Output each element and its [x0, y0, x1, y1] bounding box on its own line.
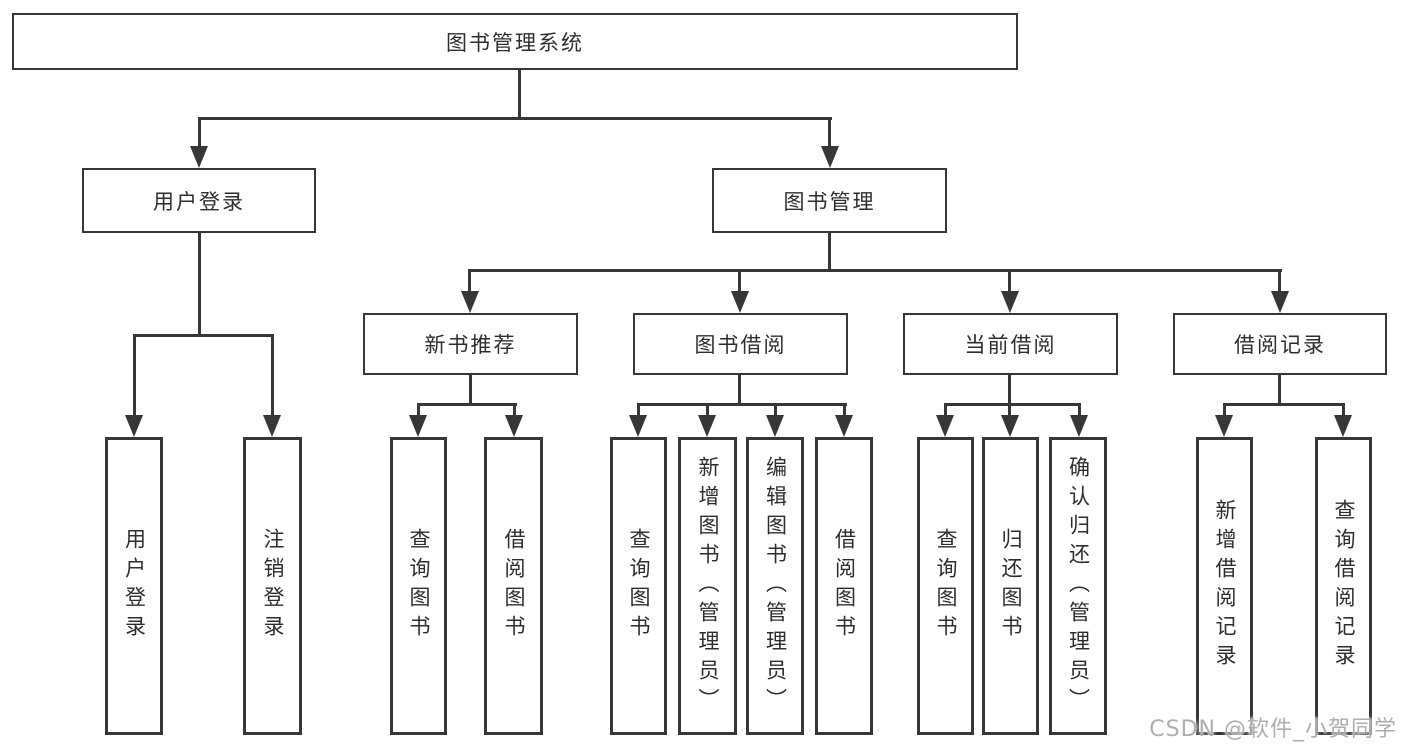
- node-user-login: 用户登录: [82, 168, 316, 233]
- node-new-book-recommend: 新书推荐: [363, 313, 578, 375]
- node-borrow-record: 借阅记录: [1173, 313, 1387, 375]
- connector-line: [944, 403, 1081, 406]
- connector-line: [1278, 269, 1281, 295]
- arrowhead-icon: [1334, 415, 1352, 437]
- arrowhead-icon: [505, 415, 523, 437]
- connector-line: [271, 334, 274, 417]
- leaf-confirm-return-admin-label: 确认归还（管理员）: [1066, 455, 1091, 717]
- leaf-return-book-label: 归还图书: [999, 528, 1023, 644]
- connector-line: [198, 117, 832, 120]
- connector-line: [706, 403, 709, 419]
- leaf-edit-book-admin-label: 编辑图书（管理员）: [763, 455, 788, 717]
- node-book-management-label: 图书管理: [783, 189, 876, 214]
- connector-line: [843, 403, 846, 419]
- leaf-query-book-3-label: 查询图书: [934, 528, 958, 644]
- leaf-query-book-2-label: 查询图书: [627, 528, 651, 644]
- node-current-borrow: 当前借阅: [903, 313, 1118, 375]
- connector-line: [1008, 269, 1011, 295]
- arrowhead-icon: [1070, 415, 1088, 437]
- connector-line: [944, 403, 947, 419]
- leaf-user-login: 用户登录: [105, 437, 163, 735]
- connector-line: [1078, 403, 1081, 419]
- leaf-logout: 注销登录: [243, 437, 302, 735]
- leaf-confirm-return-admin: 确认归还（管理员）: [1049, 437, 1107, 735]
- connector-line: [637, 403, 847, 406]
- connector-line: [738, 269, 741, 295]
- leaf-add-borrow-record-label: 新增借阅记录: [1213, 499, 1237, 673]
- node-book-management: 图书管理: [712, 168, 947, 233]
- connector-line: [417, 403, 420, 419]
- arrowhead-icon: [461, 291, 479, 313]
- arrowhead-icon: [263, 415, 281, 437]
- leaf-borrow-book-1-label: 借阅图书: [502, 528, 526, 644]
- connector-line: [828, 233, 831, 272]
- arrowhead-icon: [936, 415, 954, 437]
- leaf-query-book-1: 查询图书: [390, 437, 447, 735]
- leaf-query-book-1-label: 查询图书: [407, 528, 431, 644]
- node-borrow-record-label: 借阅记录: [1234, 333, 1326, 357]
- arrowhead-icon: [821, 146, 839, 168]
- leaf-query-borrow-record-label: 查询借阅记录: [1332, 499, 1356, 673]
- leaf-edit-book-admin: 编辑图书（管理员）: [746, 437, 804, 735]
- leaf-add-borrow-record: 新增借阅记录: [1196, 437, 1253, 735]
- connector-line: [1223, 403, 1345, 406]
- connector-line: [468, 269, 1282, 272]
- arrowhead-icon: [766, 415, 784, 437]
- connector-line: [637, 403, 640, 419]
- node-user-login-label: 用户登录: [153, 189, 245, 214]
- connector-line: [513, 403, 516, 419]
- connector-line: [198, 233, 201, 337]
- arrowhead-icon: [1001, 291, 1019, 313]
- arrowhead-icon: [409, 415, 427, 437]
- csdn-watermark: CSDN @软件_小贺同学: [1149, 717, 1397, 742]
- connector-line: [417, 403, 517, 406]
- leaf-borrow-book-1: 借阅图书: [484, 437, 543, 735]
- node-root: 图书管理系统: [12, 13, 1018, 70]
- arrowhead-icon: [731, 291, 749, 313]
- leaf-query-book-3: 查询图书: [917, 437, 974, 735]
- connector-line: [1278, 375, 1281, 406]
- leaf-return-book: 归还图书: [982, 437, 1039, 735]
- connector-line: [468, 269, 471, 295]
- arrowhead-icon: [1215, 415, 1233, 437]
- connector-line: [1223, 403, 1226, 419]
- connector-line: [1008, 375, 1011, 406]
- leaf-borrow-book-2-label: 借阅图书: [832, 528, 857, 644]
- leaf-query-book-2: 查询图书: [610, 437, 667, 735]
- connector-line: [198, 117, 201, 149]
- arrowhead-icon: [698, 415, 716, 437]
- node-book-borrow: 图书借阅: [633, 313, 848, 375]
- leaf-logout-label: 注销登录: [261, 528, 285, 644]
- node-root-label: 图书管理系统: [446, 30, 584, 55]
- arrowhead-icon: [190, 146, 208, 168]
- connector-line: [1342, 403, 1345, 419]
- arrowhead-icon: [125, 415, 143, 437]
- connector-line: [738, 375, 741, 406]
- connector-line: [828, 117, 831, 149]
- arrowhead-icon: [1001, 415, 1019, 437]
- connector-line: [1008, 403, 1011, 419]
- connector-line: [774, 403, 777, 419]
- connector-line: [133, 334, 136, 417]
- arrowhead-icon: [1271, 291, 1289, 313]
- connector-line: [133, 334, 274, 337]
- node-current-borrow-label: 当前借阅: [964, 333, 1057, 357]
- leaf-add-book-admin: 新增图书（管理员）: [678, 437, 737, 735]
- arrowhead-icon: [835, 415, 853, 437]
- leaf-query-borrow-record: 查询借阅记录: [1315, 437, 1372, 735]
- leaf-borrow-book-2: 借阅图书: [815, 437, 873, 735]
- node-book-borrow-label: 图书借阅: [694, 333, 787, 357]
- leaf-user-login-label: 用户登录: [122, 528, 147, 644]
- connector-line: [469, 375, 472, 406]
- arrowhead-icon: [629, 415, 647, 437]
- connector-line: [518, 70, 521, 118]
- node-new-book-recommend-label: 新书推荐: [424, 333, 517, 357]
- leaf-add-book-admin-label: 新增图书（管理员）: [696, 455, 720, 717]
